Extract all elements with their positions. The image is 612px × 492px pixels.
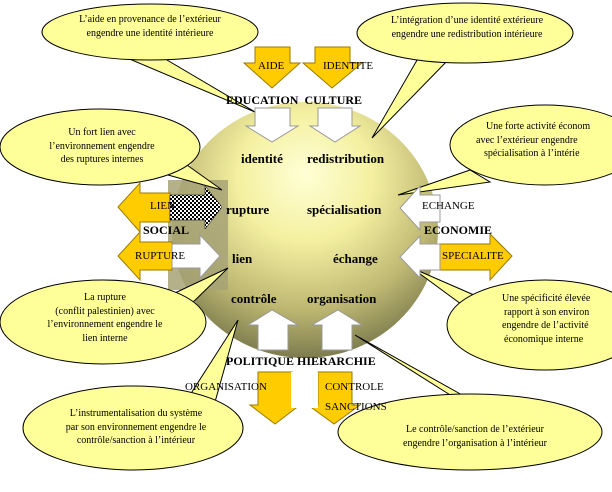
bubble-forte-activite-tail <box>397 169 492 196</box>
node-rupture: rupture <box>226 202 270 217</box>
bubble-rupture-text: La rupture (conflit palestinien) avec l’… <box>22 291 188 345</box>
bubble-specificite-line-1: Une spécificité élevée <box>502 293 591 304</box>
arrow-label-lien: LIEN <box>150 200 176 212</box>
bubble-instrumentalisation-text: L’instrumentalisation du système par son… <box>48 407 224 448</box>
bubble-controle-sanction-text: Le contrôle/sanction de l’extérieur enge… <box>380 423 570 450</box>
bubble-aide-line-1: L’aide en provenance de l’extérieur <box>79 14 221 25</box>
bubble-rupture <box>0 279 207 365</box>
arrow-lien-right-hatched <box>169 185 223 230</box>
bubble-integration-line-2: engendre une redistribution intérieure <box>391 28 543 40</box>
arrow-label-rupture: RUPTURE <box>135 250 186 262</box>
bubble-rupture-line-3: l’environnement engendre le <box>47 319 163 330</box>
bubble-aide-line-2: engendre une identité intérieure <box>86 27 214 39</box>
bubble-rupture-line-1: La rupture <box>84 292 126 303</box>
bubble-instrumentalisation-line-3: contrôle/sanction à l’intérieur <box>76 435 196 446</box>
bubble-specificite <box>446 279 612 371</box>
arrow-label-echange: ECHANGE <box>422 200 475 212</box>
arrow-label-controle: CONTROLE <box>325 381 384 393</box>
bubble-specificite-line-4: économique interne <box>504 333 584 345</box>
arrow-hierarchie-up <box>310 309 364 351</box>
bubble-aide <box>41 3 259 61</box>
arrow-identite-down <box>301 46 364 89</box>
bubble-specificite-line-2: rapport à son environ <box>504 306 590 318</box>
node-lien: lien <box>232 251 253 266</box>
arrow-label-sanctions: SANCTIONS <box>325 401 387 413</box>
header-economie: ECONOMIE <box>424 223 493 237</box>
bubble-specificite-text: Une spécificité élevée rapport à son env… <box>492 292 612 346</box>
arrow-label-organisation: ORGANISATION <box>185 381 267 393</box>
bubble-forte-activite <box>449 104 612 186</box>
bubble-forte-activite-line-2: avec l’extérieur engendre <box>476 134 578 146</box>
arrow-specialite-left <box>399 234 441 280</box>
bubble-forte-activite-line-3: spécialisation à l’intérie <box>484 148 580 159</box>
bubble-instrumentalisation-line-2: par son environnement engendre le <box>65 421 207 433</box>
bubble-integration-line-1: L’intégration d’une identité extérieure <box>390 15 544 26</box>
arrow-echange-left <box>399 184 441 232</box>
node-organisation: organisation <box>307 291 377 306</box>
header-social: SOCIAL <box>143 223 190 237</box>
bubble-specificite-line-3: engendre de l’activité <box>502 320 589 331</box>
arrow-specialite-right <box>439 232 513 282</box>
bubble-forte-activite-line-1: Une forte activité économ <box>486 121 591 132</box>
bubble-fort-lien-text: Un fort lien avec l’environnement engend… <box>22 126 182 167</box>
bubble-integration-text: L’intégration d’une identité extérieure … <box>372 14 562 41</box>
node-controle: contrôle <box>231 291 277 306</box>
arrow-label-identite: IDENTITE <box>323 60 374 72</box>
node-echange: échange <box>333 251 378 266</box>
bubble-aide-text: L’aide en provenance de l’extérieur enge… <box>60 13 240 40</box>
bubble-instrumentalisation-line-1: L’instrumentalisation du système <box>69 408 203 419</box>
arrow-education-down <box>244 107 300 143</box>
bubble-fort-lien-line-3: des ruptures internes <box>60 154 144 165</box>
bubble-rupture-line-2: (conflit palestinien) avec <box>55 305 155 317</box>
bubble-fort-lien <box>0 108 201 186</box>
node-specialisation: spécialisation <box>307 202 382 217</box>
central-globe <box>172 102 438 358</box>
bubble-instrumentalisation <box>22 385 244 471</box>
arrow-gap-white <box>291 372 318 408</box>
header-politique-hierarchie: POLITIQUE HIERARCHIE <box>226 354 376 368</box>
bubble-controle-sanction-line-2: engendre l’organisation à l’intérieur <box>403 437 547 449</box>
arrow-label-aide: AIDE <box>258 60 285 72</box>
bubble-fort-lien-line-2: l’environnement engendre <box>49 140 155 152</box>
arrow-culture-down <box>308 107 362 143</box>
arrow-rupture-right <box>171 233 221 280</box>
arrow-aide-down <box>242 46 302 89</box>
arrow-politique-up <box>246 309 300 351</box>
bubble-forte-activite-text: Une forte activité économ avec l’extérie… <box>476 120 612 161</box>
node-identite: identité <box>241 151 283 166</box>
bubble-rupture-line-4: lien interne <box>82 332 128 344</box>
bubble-controle-sanction-line-1: Le contrôle/sanction de l’extérieur <box>406 424 544 435</box>
bubble-integration-tail <box>371 54 452 139</box>
arrow-label-specialite: SPECIALITE <box>442 250 504 262</box>
node-redistribution: redistribution <box>307 151 385 166</box>
bubble-integration <box>356 2 574 64</box>
bubble-fort-lien-line-1: Un fort lien avec <box>68 127 136 138</box>
header-education-culture: EDUCATION CULTURE <box>226 93 363 107</box>
bubble-controle-sanction <box>337 393 603 471</box>
